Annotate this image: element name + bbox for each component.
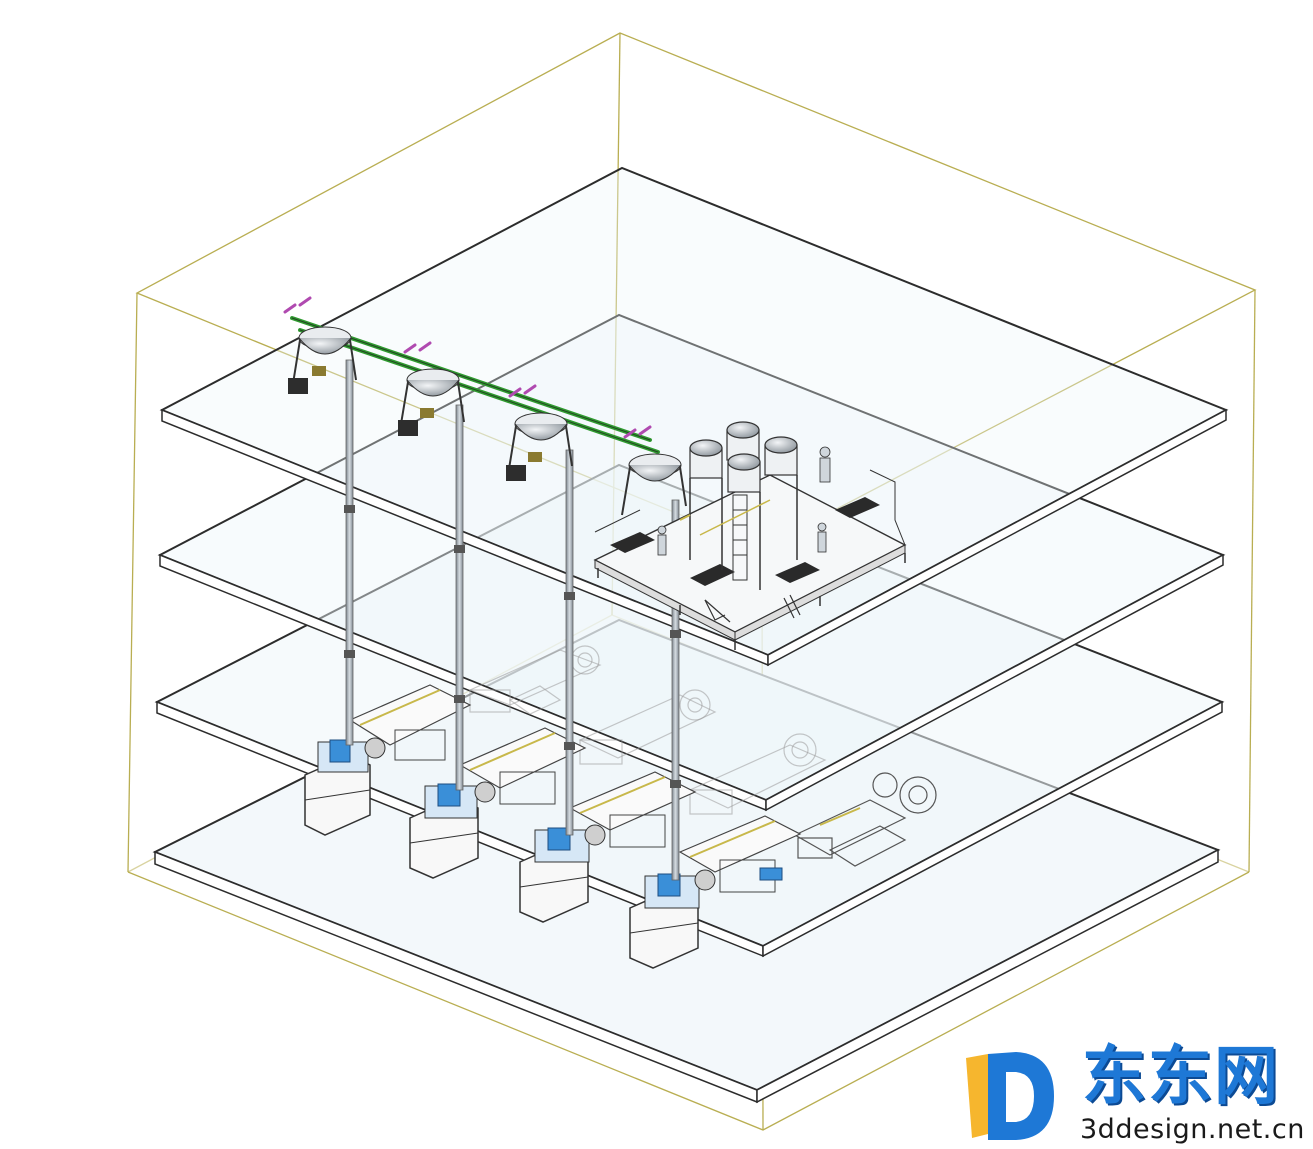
worker-figures <box>657 446 831 556</box>
feed-pipe-3 <box>565 449 574 836</box>
watermark-brand: 东东网 <box>1082 1040 1280 1114</box>
vertical-feed-pipes <box>344 359 681 881</box>
production-line-3 <box>519 771 697 923</box>
green-distribution-pipes <box>283 296 660 454</box>
process-platform <box>593 421 907 650</box>
feed-pipe-4 <box>671 499 680 881</box>
watermark-url: 3ddesign.net.cn <box>1080 1114 1305 1145</box>
platform-railing <box>594 469 906 546</box>
mixing-tank-3 <box>506 412 573 481</box>
feed-pipe-1 <box>345 359 354 746</box>
production-line-rear <box>793 772 937 867</box>
ghost-line-3 <box>688 733 827 815</box>
production-line-2 <box>409 727 587 879</box>
watermark: 东东网 3ddesign.net.cn <box>962 1040 1307 1144</box>
ghost-production-lines <box>468 645 827 815</box>
ghost-line-2 <box>578 689 717 765</box>
letter-d-logo-icon <box>966 1052 1054 1140</box>
mixing-tank-2 <box>398 368 465 436</box>
mixing-tank-1 <box>288 326 357 394</box>
silo-cluster <box>679 421 798 590</box>
feed-pipe-2 <box>455 404 464 791</box>
mixing-tank-4 <box>621 453 687 516</box>
floor-slab-4 <box>159 166 1229 667</box>
production-line-1 <box>304 684 472 836</box>
